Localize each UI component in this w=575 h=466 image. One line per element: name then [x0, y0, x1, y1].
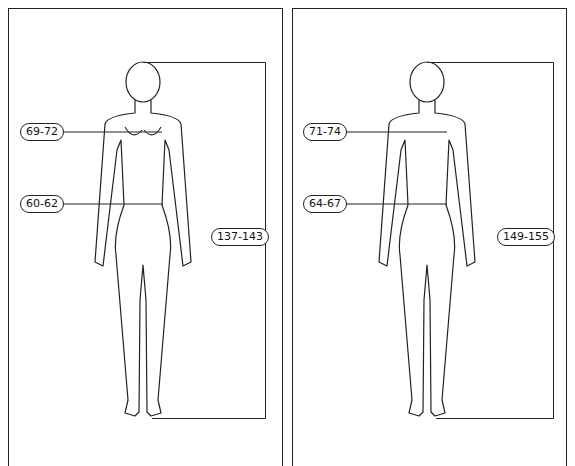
measure-value: 64-67 — [309, 197, 341, 210]
measure-value: 71-74 — [309, 125, 341, 138]
bust-curves — [125, 127, 161, 135]
measure-pill: 149-155 — [497, 228, 555, 246]
measure-value: 69-72 — [26, 125, 58, 138]
leader-lines — [63, 63, 554, 419]
measure-value: 137-143 — [217, 230, 263, 243]
female-figure — [95, 62, 191, 416]
measure-value: 149-155 — [503, 230, 549, 243]
measure-pill: 71-74 — [303, 123, 347, 141]
panel-frame — [9, 9, 283, 466]
measure-pill: 137-143 — [211, 228, 269, 246]
measure-value: 60-62 — [26, 197, 58, 210]
panel-frame — [293, 9, 567, 466]
measure-pill: 64-67 — [303, 195, 347, 213]
girl-figure — [379, 62, 475, 416]
measure-pill: 60-62 — [20, 195, 64, 213]
measure-pill: 69-72 — [20, 123, 64, 141]
